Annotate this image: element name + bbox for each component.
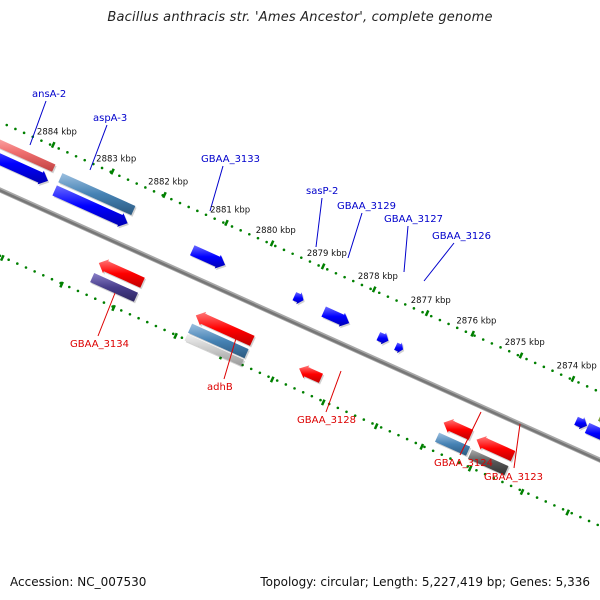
- major-tick-outer: [371, 286, 377, 293]
- label-layer: 2884 kbp 2883 kbp 2882 kbp 2881 kbp 2880 kbp…: [32, 89, 597, 483]
- label-sasP-2-leader: [315, 197, 323, 248]
- gene-GBAA_3126[interactable]: [394, 342, 405, 355]
- major-tick-outer: [269, 240, 275, 247]
- label-adhB[interactable]: adhB: [207, 382, 233, 393]
- major-tick-inner: [269, 376, 275, 383]
- major-tick-outer: [224, 219, 229, 227]
- major-tick-inner: [111, 304, 116, 312]
- major-tick-outer: [424, 309, 430, 317]
- label-GBAA_3128-leader: [325, 370, 342, 413]
- outer-tick-track: [5, 123, 598, 392]
- label-GBAA_3133-leader: [209, 165, 224, 212]
- scale-tick-label: 2884 kbp: [37, 128, 77, 138]
- label-adhB-leader: [223, 334, 238, 380]
- scale-tick-label: 2881 kbp: [210, 206, 250, 216]
- major-tick-inner: [0, 254, 5, 262]
- scale-tick-label: 2880 kbp: [256, 226, 296, 236]
- major-tick-outer: [50, 141, 56, 149]
- gene-forward-small[interactable]: [574, 416, 589, 431]
- label-leaders: [29, 100, 521, 469]
- label-GBAA_3129-leader: [347, 212, 363, 259]
- genome-summary-text: Topology: circular; Length: 5,227,419 bp…: [260, 575, 590, 589]
- major-tick-outer: [470, 330, 476, 337]
- scale-tick-label: 2882 kbp: [148, 178, 188, 188]
- label-aspA-3[interactable]: aspA-3: [93, 113, 127, 124]
- inner-tick-track: [0, 254, 600, 527]
- major-tick-inner: [320, 399, 326, 406]
- major-tick-inner: [467, 465, 473, 472]
- label-GBAA_3127[interactable]: GBAA_3127: [384, 214, 443, 225]
- gene-GBAA_3129[interactable]: [321, 306, 351, 329]
- major-tick-inner: [565, 509, 571, 516]
- cds-adhB[interactable]: [188, 323, 250, 360]
- gene-ansA-2[interactable]: [0, 143, 50, 186]
- gene-GBAA_3124[interactable]: [443, 419, 475, 442]
- label-GBAA_3127-leader: [403, 225, 409, 273]
- label-GBAA_3124-leader: [459, 411, 482, 456]
- gene-GBAA_3133[interactable]: [190, 245, 227, 271]
- scale-tick-label: 2876 kbp: [456, 316, 496, 326]
- label-GBAA_3126-leader: [423, 242, 455, 282]
- map-title: Bacillus anthracis str. 'Ames Ancestor',…: [107, 10, 493, 25]
- label-GBAA_3134[interactable]: GBAA_3134: [70, 339, 129, 350]
- feature-layer: [0, 132, 600, 477]
- label-GBAA_3124[interactable]: GBAA_3124: [434, 458, 493, 469]
- major-tick-inner: [173, 332, 178, 340]
- gene-GBAA_3123[interactable]: [476, 436, 517, 463]
- major-tick-outer: [162, 191, 167, 199]
- major-tick-outer: [518, 352, 524, 359]
- scale-tick-label: 2883 kbp: [96, 154, 136, 164]
- label-GBAA_3133[interactable]: GBAA_3133: [201, 154, 260, 165]
- label-ansA-2[interactable]: ansA-2: [32, 89, 66, 100]
- scale-tick-label: 2879 kbp: [307, 249, 347, 259]
- label-sasP-2[interactable]: sasP-2: [306, 186, 338, 197]
- label-GBAA_3134-leader: [97, 292, 116, 337]
- scale-tick-label: 2877 kbp: [411, 296, 451, 306]
- cds-GBAA_3134[interactable]: [90, 273, 140, 304]
- major-tick-inner: [59, 281, 64, 288]
- sequence-backbone: [0, 187, 600, 463]
- label-GBAA_3126[interactable]: GBAA_3126: [432, 231, 491, 242]
- cds-ansA-2[interactable]: [0, 132, 57, 174]
- gene-GBAA_3127[interactable]: [376, 332, 390, 346]
- label-GBAA_3123-leader: [513, 423, 521, 469]
- gene-GBAA_3134[interactable]: [98, 259, 146, 290]
- gene-adhB[interactable]: [195, 311, 256, 348]
- label-GBAA_3129[interactable]: GBAA_3129: [337, 201, 396, 212]
- major-tick-outer: [570, 375, 576, 383]
- major-tick-inner: [373, 422, 379, 430]
- label-ansA-2-leader: [29, 100, 47, 146]
- gene-forward-edge[interactable]: [584, 422, 600, 446]
- scale-tick-label: 2875 kbp: [505, 338, 545, 348]
- tick-tracks: [0, 123, 600, 527]
- label-GBAA_3123[interactable]: GBAA_3123: [484, 472, 543, 483]
- scale-tick-label: 2878 kbp: [358, 272, 398, 282]
- major-tick-outer: [110, 168, 115, 175]
- cds-aspA-3[interactable]: [58, 173, 137, 217]
- gene-GBAA_3128[interactable]: [299, 365, 325, 385]
- major-tick-outer: [320, 263, 326, 270]
- major-tick-inner: [519, 488, 525, 496]
- label-GBAA_3128[interactable]: GBAA_3128: [297, 415, 356, 426]
- gene-aspA-3[interactable]: [52, 185, 129, 229]
- cds-GBAA_3123[interactable]: [467, 449, 510, 477]
- major-tick-inner: [419, 443, 425, 451]
- gene-sasP-2[interactable]: [292, 292, 305, 306]
- label-aspA-3-leader: [89, 124, 108, 171]
- cds-GBAA_3124[interactable]: [435, 432, 472, 458]
- accession-text: Accession: NC_007530: [10, 575, 147, 589]
- scale-tick-label: 2874 kbp: [557, 362, 597, 372]
